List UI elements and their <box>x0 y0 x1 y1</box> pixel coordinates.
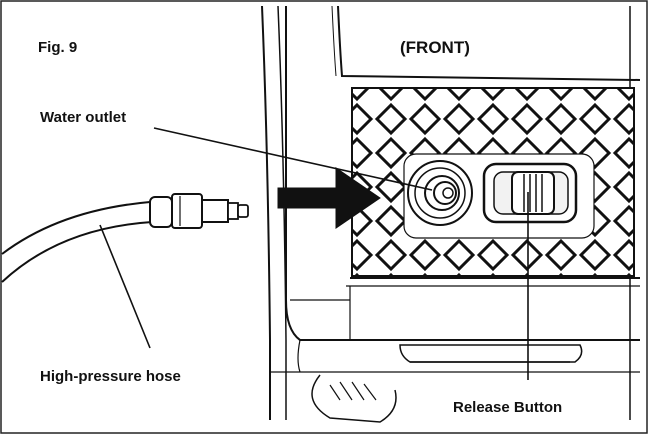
hose-label: High-pressure hose <box>40 368 181 385</box>
device-body <box>261 5 641 420</box>
water-outlet-label: Water outlet <box>40 109 126 126</box>
water-outlet <box>407 160 473 226</box>
release-button <box>482 162 578 224</box>
device-feet <box>311 344 583 423</box>
fig-label: Fig. 9 <box>38 39 77 56</box>
release-button-label: Release Button <box>453 399 562 416</box>
right-arrow-icon <box>277 167 381 229</box>
hose-leader <box>99 224 151 349</box>
high-pressure-hose <box>1 193 249 283</box>
view-label: (FRONT) <box>400 38 470 57</box>
leader-lines <box>99 127 529 380</box>
water-outlet-leader <box>153 127 433 191</box>
